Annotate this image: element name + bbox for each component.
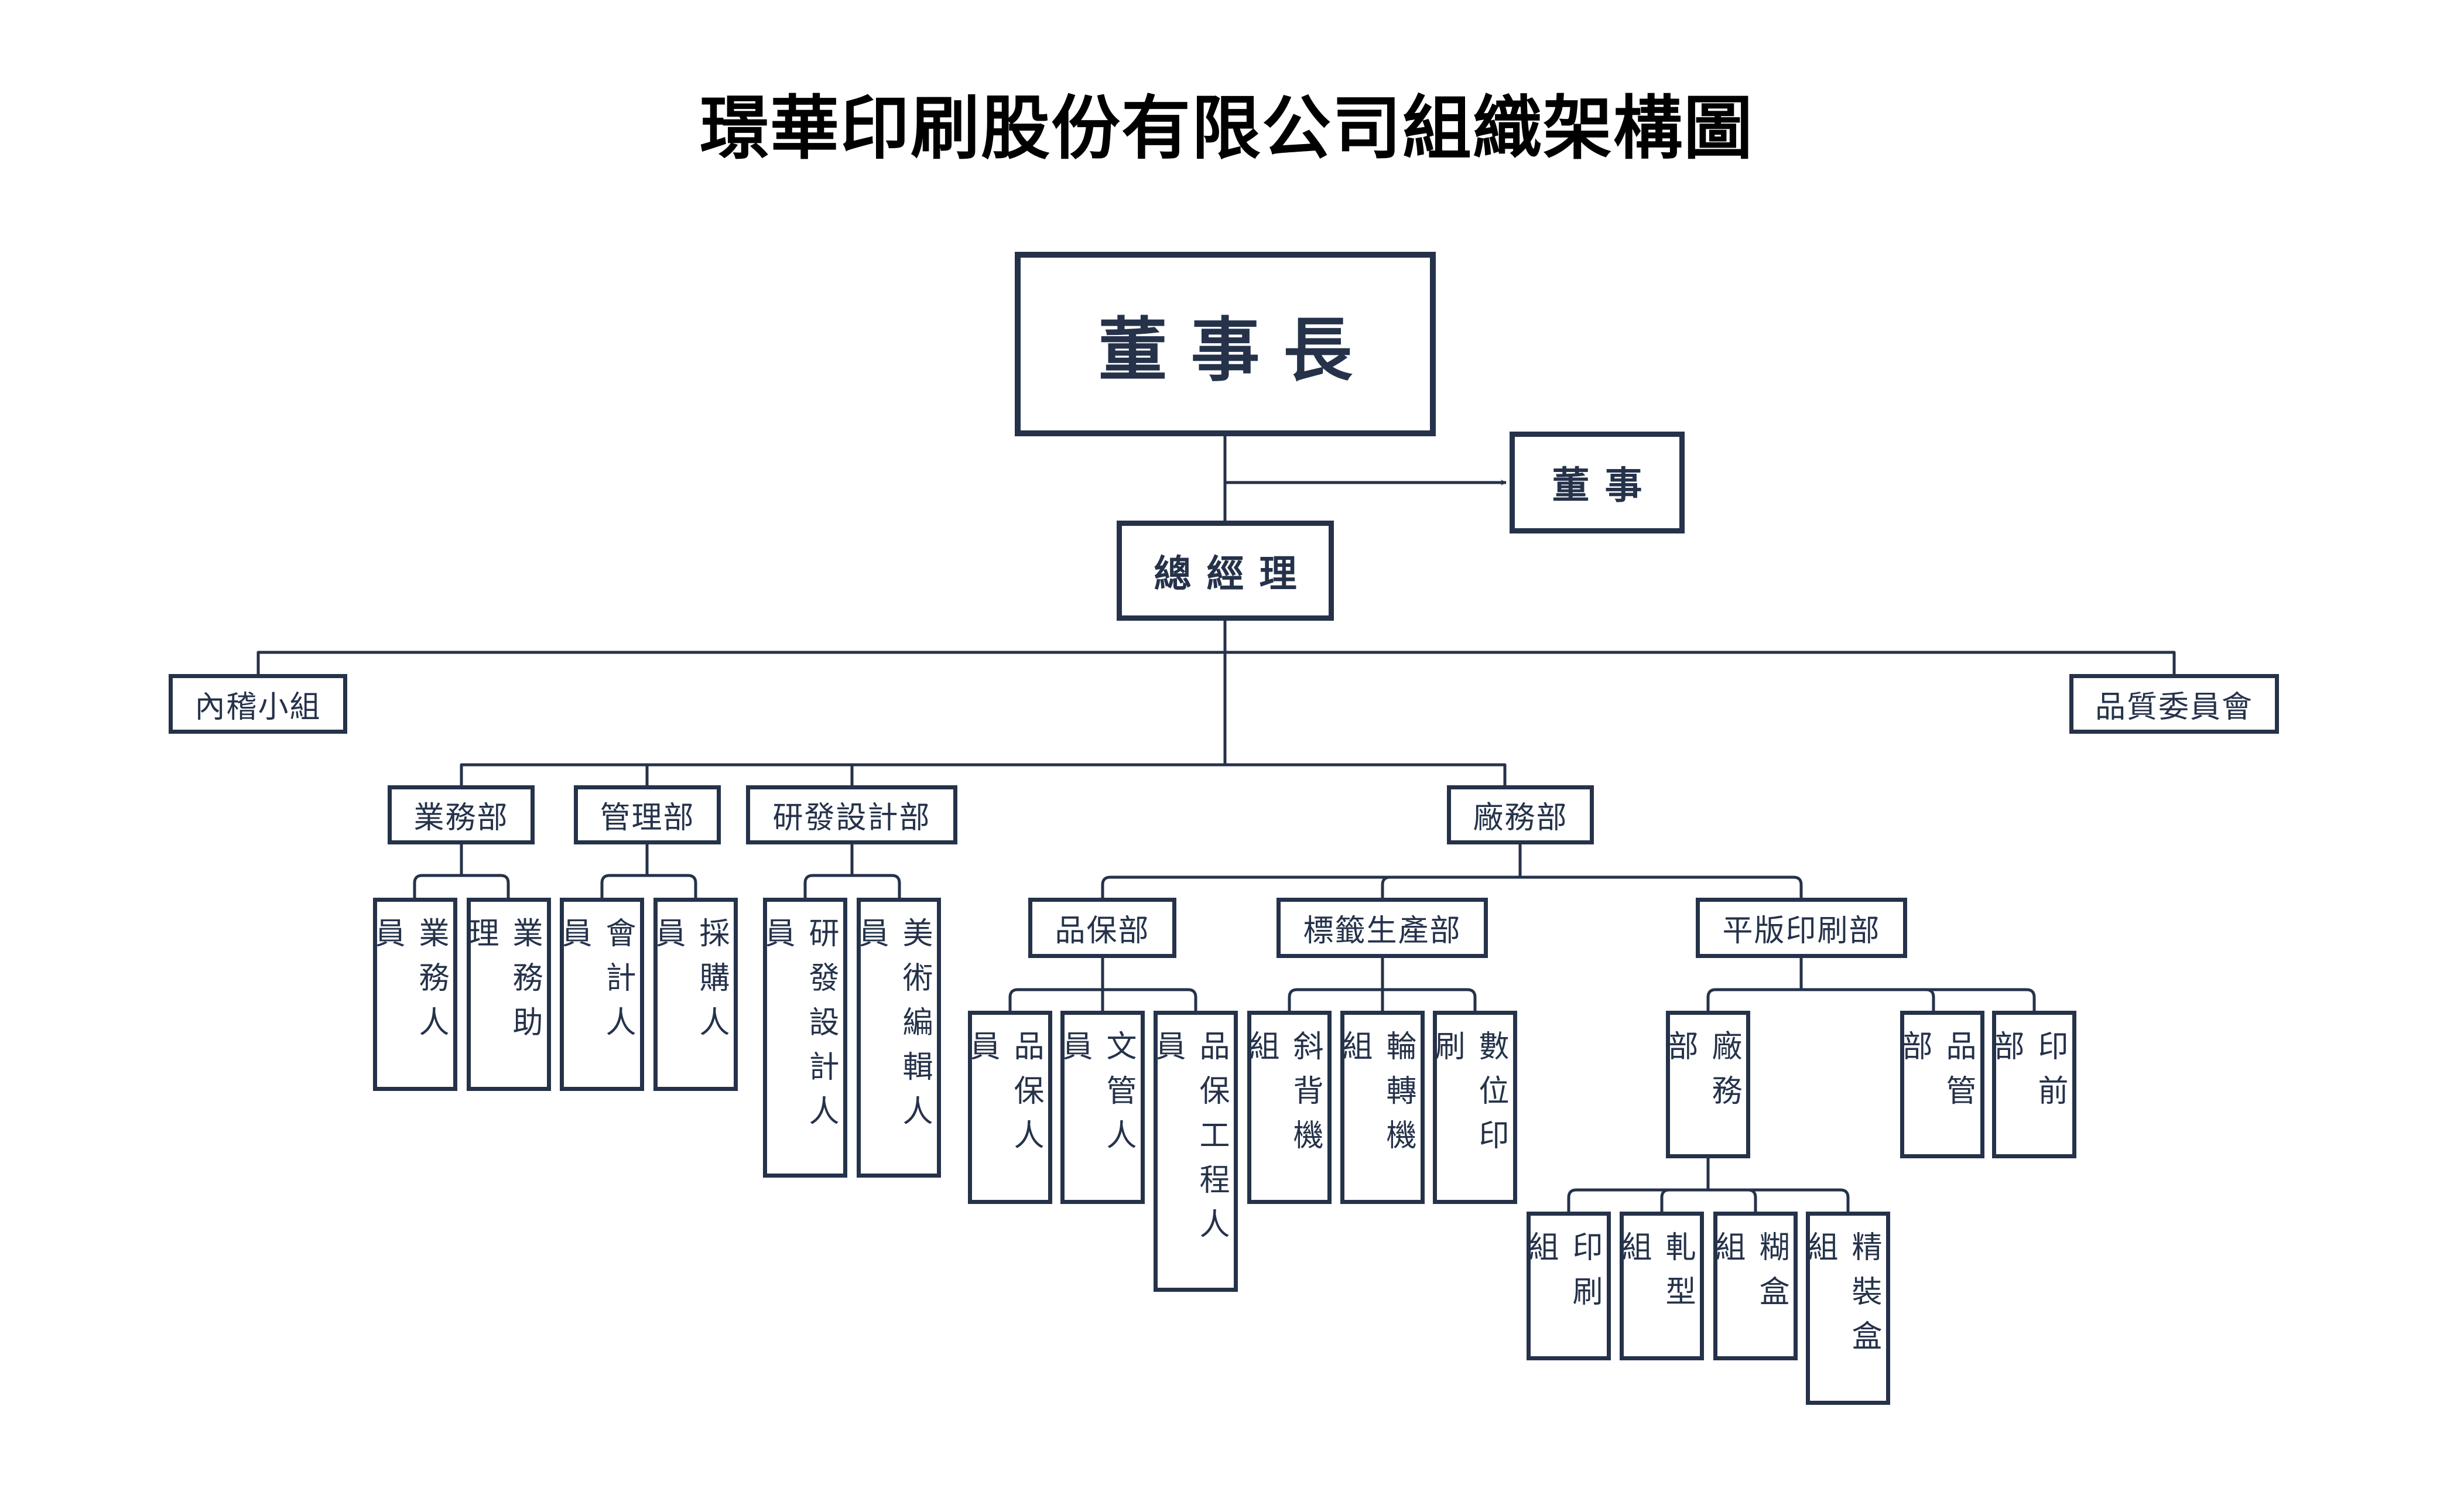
qa-staff-box[interactable]: 品保人員 xyxy=(964,1011,1052,1204)
link-label-children xyxy=(1288,958,1477,1011)
factory-dept-box[interactable]: 廠務部 xyxy=(1447,785,1594,844)
art-editor-staff-box[interactable]: 美術編輯人員 xyxy=(853,898,941,1178)
management-dept-box[interactable]: 管理部 xyxy=(574,785,721,844)
purchasing-staff-box[interactable]: 採購人員 xyxy=(650,898,738,1091)
link-offset-factory-children xyxy=(1567,1158,1850,1212)
rnd-design-staff-box[interactable]: 研發設計人員 xyxy=(759,898,847,1178)
quality-committee-box[interactable]: 品質委員會 xyxy=(2069,674,2279,734)
link-mgmt-children xyxy=(600,844,697,898)
label-production-dept-box[interactable]: 標籤生產部 xyxy=(1277,898,1488,958)
rnd-dept-box[interactable]: 研發設計部 xyxy=(746,785,957,844)
link-factory-subdepts xyxy=(1101,844,1803,898)
internal-audit-box[interactable]: 內稽小組 xyxy=(169,674,347,734)
directors-box[interactable]: 董事 xyxy=(1510,432,1685,533)
chairman-box[interactable]: 董事長 xyxy=(1015,252,1436,436)
chart-title: 璟華印刷股份有限公司組織架構圖 xyxy=(699,88,1754,169)
link-dept-bar xyxy=(460,763,1507,785)
rotary-machine-group-box[interactable]: 輪轉機組 xyxy=(1337,1011,1425,1204)
digital-printing-box[interactable]: 數位印刷 xyxy=(1429,1011,1517,1204)
link-offset-children xyxy=(1706,958,2036,1011)
diagonal-machine-group-box[interactable]: 斜背機組 xyxy=(1244,1011,1332,1204)
offset-factory-affairs-box[interactable]: 廠務部 xyxy=(1662,1011,1750,1158)
premium-box-group-box[interactable]: 精裝盒組 xyxy=(1802,1212,1890,1405)
link-rnd-children xyxy=(803,844,901,898)
link-sales-children xyxy=(413,844,510,898)
offset-printing-dept-box[interactable]: 平版印刷部 xyxy=(1696,898,1907,958)
link-staff-bar xyxy=(256,651,2176,674)
general-manager-box[interactable]: 總經理 xyxy=(1117,521,1334,621)
box-gluing-group-box[interactable]: 糊盒組 xyxy=(1710,1212,1798,1360)
quality-control-dept-box[interactable]: 品管部 xyxy=(1897,1011,1984,1158)
sales-dept-box[interactable]: 業務部 xyxy=(388,785,535,844)
die-cutting-group-box[interactable]: 軋型組 xyxy=(1616,1212,1704,1360)
sales-assistant-box[interactable]: 業務助理 xyxy=(463,898,551,1091)
prepress-dept-box[interactable]: 印前部 xyxy=(1989,1011,2076,1158)
accounting-staff-box[interactable]: 會計人員 xyxy=(556,898,644,1091)
qa-dept-box[interactable]: 品保部 xyxy=(1028,898,1176,958)
qa-engineering-staff-box[interactable]: 品保工程人員 xyxy=(1150,1011,1238,1292)
sales-staff-box[interactable]: 業務人員 xyxy=(369,898,457,1091)
printing-group-box[interactable]: 印刷組 xyxy=(1523,1212,1611,1360)
document-control-staff-box[interactable]: 文管人員 xyxy=(1057,1011,1145,1204)
link-qa-children xyxy=(1008,958,1197,1011)
